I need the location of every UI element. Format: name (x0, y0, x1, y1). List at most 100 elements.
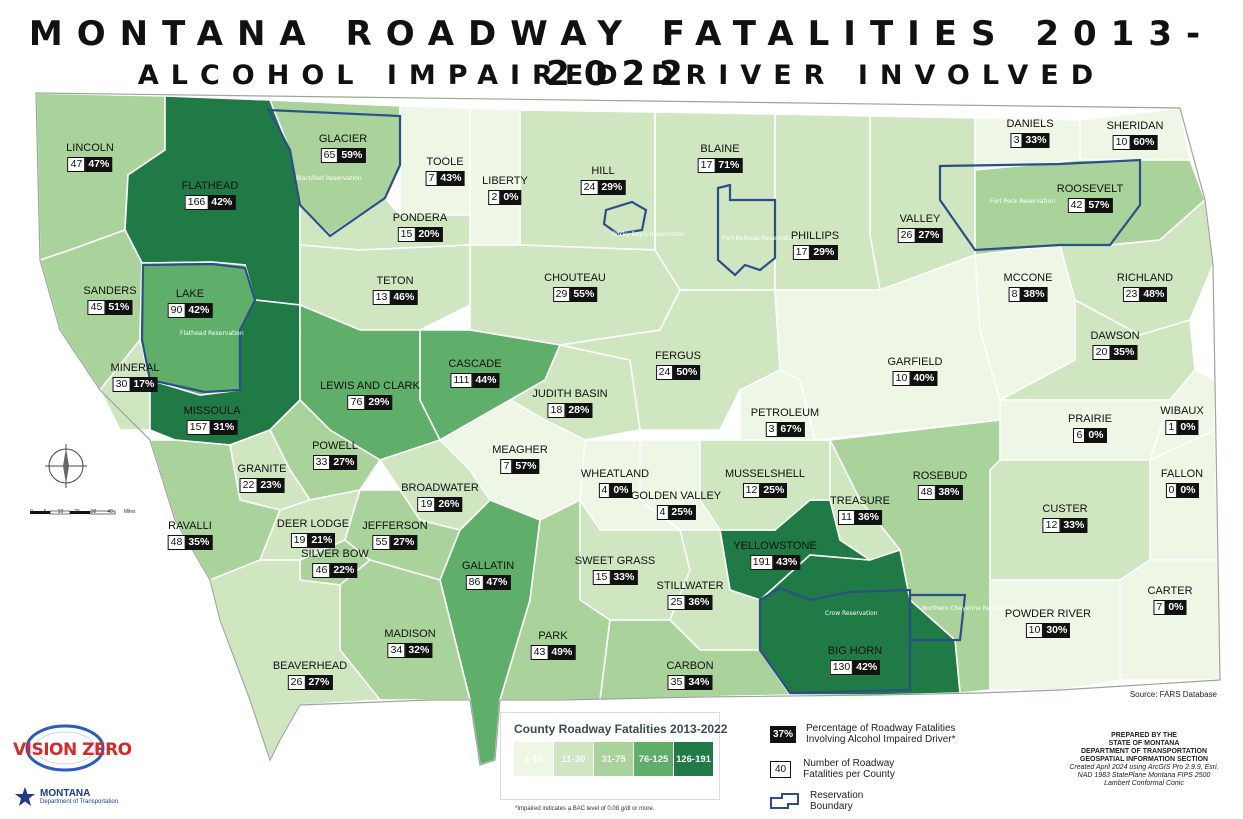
legend-number-sample: 40 (770, 760, 792, 778)
fatality-count: 15 (397, 227, 416, 242)
alcohol-percent: 49% (548, 645, 576, 660)
fatality-count: 47 (67, 157, 86, 172)
alcohol-percent: 43% (773, 555, 801, 570)
prepared-note: NAD 1983 StatePlane Montana FIPS 2500 (1077, 772, 1211, 779)
alcohol-percent: 17% (130, 377, 158, 392)
legend-class-5: 126-191 (674, 742, 714, 776)
alcohol-percent: 25% (668, 505, 696, 520)
county-name: SANDERS (83, 285, 137, 297)
fatality-count: 55 (372, 535, 391, 550)
legend-class-4: 76-125 (634, 742, 674, 776)
alcohol-percent: 35% (185, 535, 213, 550)
scale-bar-labels: 0 5 10 20 30 40 Miles (30, 509, 135, 515)
alcohol-percent: 34% (685, 675, 713, 690)
alcohol-percent: 55% (570, 287, 598, 302)
alcohol-percent: 47% (85, 157, 113, 172)
county-name: POWDER RIVER (1004, 608, 1092, 620)
reservation-label: Blackfeet Reservation (296, 175, 362, 182)
county-name: ROOSEVELT (1056, 183, 1124, 195)
county-name: RAVALLI (168, 520, 212, 532)
county-phillips (774, 113, 881, 291)
fatality-count: 42 (1067, 198, 1086, 213)
alcohol-percent: 0% (1165, 600, 1187, 615)
alcohol-percent: 51% (105, 300, 133, 315)
prepared-line: PREPARED BY THE (1111, 732, 1177, 739)
fatality-count: 2 (488, 190, 501, 205)
mdt-star-icon (15, 787, 35, 806)
reservation-label: Fort Peck Reservation (990, 198, 1055, 205)
fatality-count: 12 (742, 483, 761, 498)
fatality-count: 25 (667, 595, 686, 610)
alcohol-percent: 32% (405, 643, 433, 658)
fatality-count: 4 (656, 505, 669, 520)
county-name: JUDITH BASIN (532, 388, 608, 400)
county-name: JEFFERSON (362, 520, 428, 532)
alcohol-percent: 27% (330, 455, 358, 470)
alcohol-percent: 0% (1177, 420, 1199, 435)
legend-class-3: 31-75 (594, 742, 634, 776)
county-name: GALLATIN (461, 560, 515, 572)
reservation-fort-peck-reservation (938, 158, 1142, 252)
county-name: MADISON (384, 628, 436, 640)
county-name: DEER LODGE (276, 518, 350, 530)
fatality-count: 24 (655, 365, 674, 380)
source-note: Source: FARS Database (1129, 690, 1217, 699)
county-name: GARFIELD (887, 356, 943, 368)
alcohol-percent: 25% (760, 483, 788, 498)
county-name: LINCOLN (66, 142, 114, 154)
alcohol-percent: 40% (910, 371, 938, 386)
alcohol-percent: 22% (330, 563, 358, 578)
reservation-label: Flathead Reservation (180, 330, 244, 337)
fatality-count: 15 (592, 570, 611, 585)
alcohol-percent: 42% (208, 195, 236, 210)
prepared-line: STATE OF MONTANA (1108, 740, 1180, 747)
alcohol-percent: 29% (810, 245, 838, 260)
legend-swatches: 1-10 11-30 31-75 76-125 126-191 (514, 742, 714, 776)
alcohol-percent: 0% (1177, 483, 1199, 498)
fatality-count: 10 (892, 371, 911, 386)
reservation-blackfeet-reservation (265, 108, 402, 238)
mdt-logo: MONTANA Department of Transportation (14, 786, 118, 808)
alcohol-percent: 27% (390, 535, 418, 550)
fatality-count: 86 (465, 575, 484, 590)
county-name: PONDERA (392, 212, 448, 224)
alcohol-percent: 36% (685, 595, 713, 610)
mdt-name: MONTANA (40, 788, 91, 799)
county-name: PRAIRIE (1067, 413, 1113, 425)
alcohol-percent: 21% (308, 533, 336, 548)
fatality-count: 8 (1008, 287, 1021, 302)
prepared-note: Lambert Conformal Conic (1104, 780, 1184, 787)
map-title: MONTANA ROADWAY FATALITIES 2013-2022 (28, 14, 1215, 94)
fatality-count: 22 (239, 478, 258, 493)
legend-title: County Roadway Fatalities 2013-2022 (514, 722, 728, 736)
alcohol-percent: 27% (915, 228, 943, 243)
